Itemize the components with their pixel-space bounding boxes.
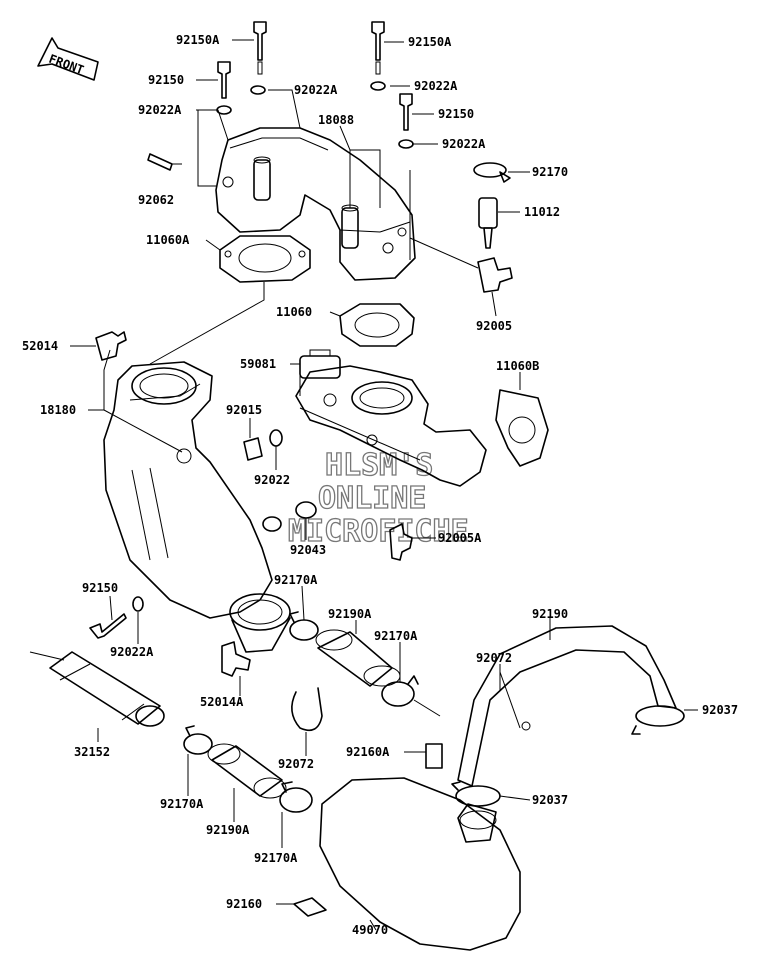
label-92005: 92005 (476, 319, 512, 333)
label-92150-a: 92150 (148, 73, 184, 87)
label-92160A: 92160A (346, 745, 390, 759)
bolt-92015 (243, 437, 263, 461)
label-52014A: 52014A (200, 695, 244, 709)
label-59081: 59081 (240, 357, 276, 371)
stud-92062 (147, 153, 173, 171)
label-52014: 52014 (22, 339, 58, 353)
label-92150-c: 92150 (82, 581, 118, 595)
exhaust-chamber-18180 (103, 361, 273, 619)
label-49070: 49070 (352, 923, 388, 937)
clamp-92037-a (631, 705, 685, 735)
label-92022A-a: 92022A (294, 83, 338, 97)
gasket-11060 (339, 303, 415, 347)
label-92022A-b: 92022A (414, 79, 458, 93)
label-92170A-c: 92170A (160, 797, 204, 811)
part-labels: 92150A 92150A 92150 92022A 92022A 92022A… (22, 33, 738, 937)
clamp-92037-b (451, 781, 501, 807)
clamp-92170A-c (183, 725, 213, 755)
fitting-92005A (389, 523, 413, 561)
exhaust-manifold-18088 (215, 127, 416, 281)
label-92170A-b: 92170A (374, 629, 418, 643)
label-11060: 11060 (276, 305, 312, 319)
pipe-32152 (29, 651, 165, 727)
label-11060B: 11060B (496, 359, 539, 373)
hose-92190A-b (207, 743, 287, 799)
label-92190A-b: 92190A (206, 823, 250, 837)
clamp-92170 (473, 162, 511, 183)
label-92062: 92062 (138, 193, 174, 207)
label-92037-a: 92037 (702, 703, 738, 717)
washer-92022 (269, 429, 283, 447)
label-92037-b: 92037 (532, 793, 568, 807)
label-92150-b: 92150 (438, 107, 474, 121)
gasket-11060A (219, 235, 311, 283)
label-92022: 92022 (254, 473, 290, 487)
sensor-59081 (299, 349, 341, 379)
label-18088: 18088 (318, 113, 354, 127)
label-92022A-e: 92022A (110, 645, 154, 659)
bolts-top (216, 21, 414, 149)
fitting-92005 (477, 257, 513, 293)
label-92005A: 92005A (438, 531, 482, 545)
bolt-92150-lower (89, 613, 127, 639)
fitting-11012 (478, 197, 498, 249)
outlet-coupler (229, 593, 291, 653)
leader-lines (70, 39, 698, 931)
label-18180: 18180 (40, 403, 76, 417)
plate-92160 (293, 897, 327, 917)
hose-92190 (457, 625, 677, 787)
fitting-52014A (221, 641, 251, 677)
label-11060A: 11060A (146, 233, 190, 247)
watermark-line-1: HLSM'S (325, 448, 433, 483)
label-92022A-c: 92022A (138, 103, 182, 117)
label-11012: 11012 (524, 205, 560, 219)
clamp-92170A-b (381, 675, 441, 717)
label-92170A-d: 92170A (254, 851, 298, 865)
gasket-11060B (495, 389, 549, 467)
clamp-92170A-d (279, 781, 313, 813)
label-92170: 92170 (532, 165, 568, 179)
label-92022A-d: 92022A (442, 137, 486, 151)
plate-92160A (425, 743, 443, 769)
watermark-line-2: ONLINE (318, 481, 426, 516)
label-92190: 92190 (532, 607, 568, 621)
washer-92022A-lower (132, 596, 144, 612)
watermark-line-3: MICROFICHE (288, 514, 469, 549)
label-92150A-b: 92150A (408, 35, 452, 49)
clip-92072 (291, 687, 323, 732)
exhaust-pipe (295, 365, 487, 487)
watermark: HLSM'S ONLINE MICROFICHE (287, 447, 469, 549)
label-92160: 92160 (226, 897, 262, 911)
label-92015: 92015 (226, 403, 262, 417)
fitting-52014 (95, 331, 127, 361)
label-92043: 92043 (290, 543, 326, 557)
label-92150A-a: 92150A (176, 33, 220, 47)
label-92170A-a: 92170A (274, 573, 318, 587)
label-92072-b: 92072 (278, 757, 314, 771)
label-92190A-a: 92190A (328, 607, 372, 621)
muffler-49070 (319, 777, 521, 951)
label-32152: 32152 (74, 745, 110, 759)
label-92072-a: 92072 (476, 651, 512, 665)
front-arrow: FRONT (37, 37, 99, 81)
